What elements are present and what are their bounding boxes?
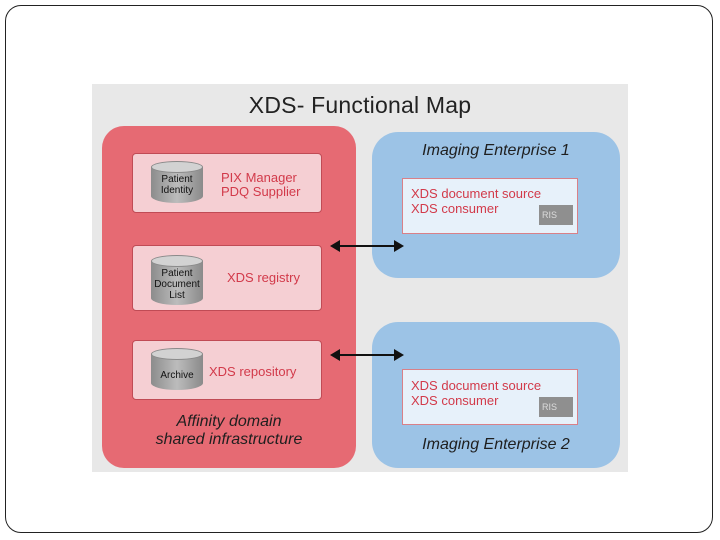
doc-source-label: XDS document source (411, 186, 542, 201)
patient-document-list-cylinder-icon: Patient Document List (151, 255, 203, 305)
affinity-domain-label: Affinity domain shared infrastructure (102, 413, 356, 449)
enterprise-title: Imaging Enterprise 2 (422, 436, 570, 453)
affinity-label-line: Affinity domain (176, 413, 282, 430)
doc-source-label: XDS document source (411, 378, 542, 393)
archive-cylinder-icon: Archive (151, 348, 203, 394)
cylinder-text-line: Archive (160, 370, 194, 381)
xds-repository-component: Archive XDS repository (132, 340, 322, 400)
xds-registry-component: Patient Document List XDS registry (132, 245, 322, 311)
cylinder-text-line: Patient (161, 268, 193, 279)
enterprise-2-xds-box: XDS document source XDS consumer RIS (402, 369, 578, 425)
cylinder-text-line: Document (154, 279, 200, 290)
affinity-label-line: shared infrastructure (155, 431, 303, 448)
enterprise-1-xds-box: XDS document source XDS consumer RIS (402, 178, 578, 234)
doc-consumer-label: XDS consumer (411, 393, 499, 408)
double-arrow-icon (330, 240, 404, 252)
doc-consumer-label: XDS consumer (411, 201, 499, 216)
double-arrow-icon (330, 349, 404, 361)
component-label: PIX Manager (221, 170, 297, 185)
component-label: XDS registry (227, 270, 300, 285)
diagram-title: XDS- Functional Map (248, 92, 472, 118)
pix-pdq-component: Patient Identity PIX Manager PDQ Supplie… (132, 153, 322, 213)
cylinder-text-line: Identity (160, 185, 194, 196)
component-label: PDQ Supplier (221, 184, 301, 199)
cylinder-text-line: Patient (161, 174, 193, 185)
ris-badge: RIS (539, 397, 573, 417)
patient-identity-cylinder-icon: Patient Identity (151, 161, 203, 207)
enterprise-title: Imaging Enterprise 1 (422, 142, 570, 159)
component-label: XDS repository (209, 364, 297, 379)
ris-badge: RIS (539, 205, 573, 225)
cylinder-text-line: List (169, 290, 185, 301)
